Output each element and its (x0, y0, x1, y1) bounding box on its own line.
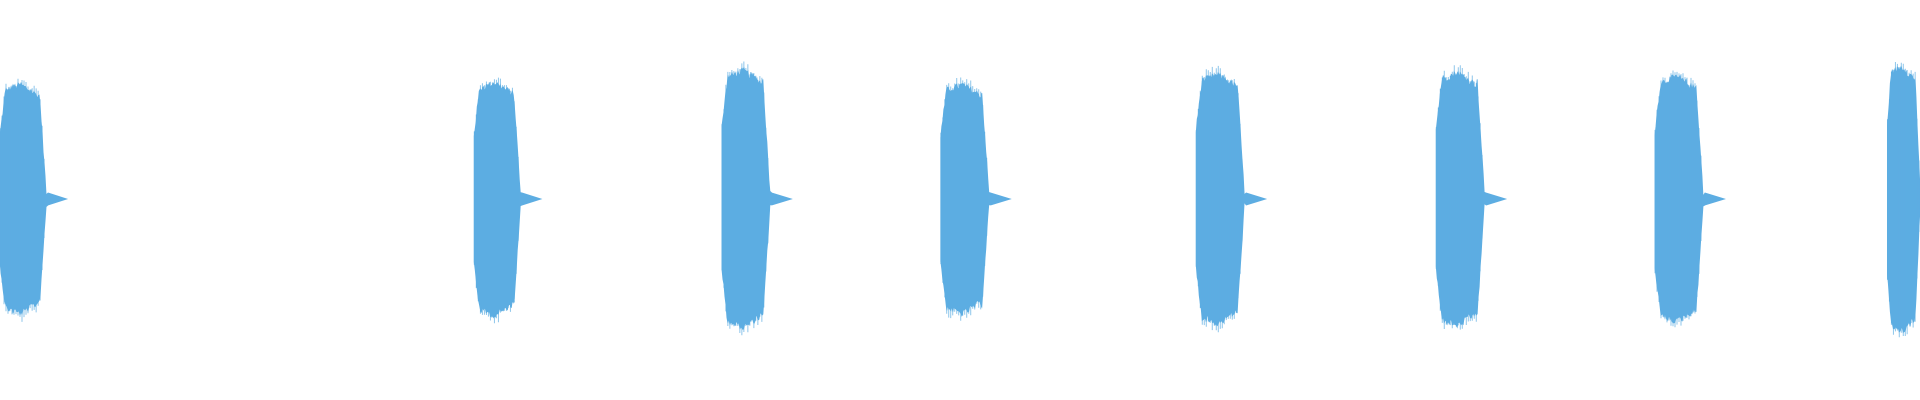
waveform-burst (0, 78, 69, 322)
waveform-burst (1435, 65, 1508, 330)
waveform-burst (1195, 65, 1268, 333)
waveform-burst (473, 77, 543, 324)
waveform-burst (721, 61, 793, 336)
waveform-burst (1654, 70, 1726, 328)
waveform-bursts (0, 61, 1920, 338)
waveform-burst (1887, 62, 1920, 338)
waveform-burst (940, 77, 1012, 321)
